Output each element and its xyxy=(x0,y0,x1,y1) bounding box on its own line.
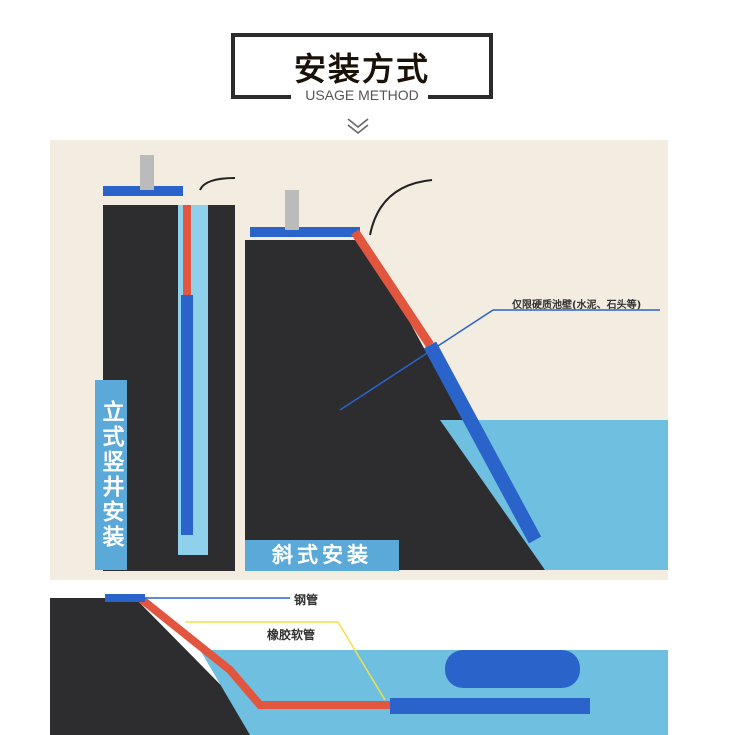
pointer-line xyxy=(339,309,494,411)
cable xyxy=(199,177,236,191)
steel-pipe xyxy=(103,186,183,196)
cable xyxy=(369,179,433,236)
wall-note: 仅限硬质池壁(水泥、石头等) xyxy=(512,300,642,311)
vertical-install-label: 立式竖井安装 xyxy=(95,380,127,570)
slope-ground xyxy=(245,240,545,570)
steel-pipe xyxy=(250,227,360,237)
float-tank xyxy=(445,650,580,688)
title-frame xyxy=(231,33,493,99)
title-frame-line xyxy=(231,95,291,99)
page-subtitle: USAGE METHOD xyxy=(305,87,419,103)
page-title: 安装方式 xyxy=(293,50,430,88)
double-chevron-down-icon xyxy=(347,118,369,135)
inclined-install-label: 斜式安装 xyxy=(245,540,399,571)
bottom-water xyxy=(200,650,668,735)
title-frame-line xyxy=(428,95,489,99)
inclined-pump xyxy=(423,341,542,544)
bottom-slope xyxy=(50,598,270,735)
red-riser-pipe xyxy=(183,205,191,295)
vertical-pump xyxy=(181,295,193,535)
steel-pipe xyxy=(105,594,145,602)
steel-pipe-label: 钢管 xyxy=(294,593,319,607)
valve-icon xyxy=(285,190,299,230)
valve-icon xyxy=(140,155,154,190)
rubber-hose-label: 橡胶软管 xyxy=(267,628,316,642)
horizontal-pump xyxy=(390,698,590,714)
red-pipe xyxy=(351,229,434,348)
rubber-hose-pointer xyxy=(185,621,386,701)
